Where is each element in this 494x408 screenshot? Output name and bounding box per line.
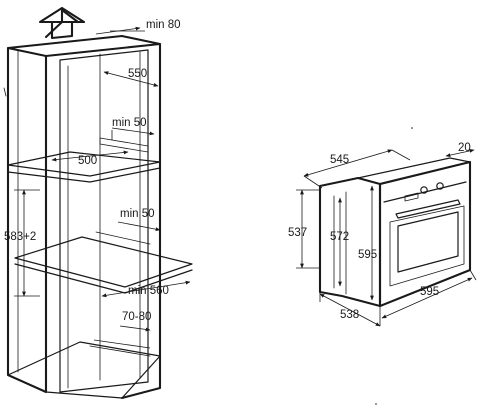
control-knob-icon [436,182,444,190]
dim-label-595-horizontal: 595 [420,286,439,298]
control-knob-icon [420,186,428,194]
tall-cabinet [3,6,193,400]
oven-shelf [14,236,193,288]
dim-label-537: 537 [288,227,307,239]
oven-label-group: 545 20 537 572 595 595 538 [288,142,471,321]
dim-label-583: 583+2 [4,231,36,243]
dim-label-595-vertical: 595 [358,249,377,261]
cabinet-label-group: min 80 550 min 50 500 583+2 min 50 min 5… [4,19,181,323]
cabinet-top-panel [6,34,162,58]
dim-label-min50-top: min 50 [112,117,147,129]
dim-label-572: 572 [330,231,349,243]
dim-label-500: 500 [78,155,97,167]
oven-front-panel [378,160,472,308]
upper-shelf [7,151,161,177]
dim-label-min560: min 560 [128,285,169,297]
dim-label-min80: min 80 [146,19,181,31]
oven-handle [395,199,461,219]
oven-window [397,211,459,273]
cabinet-inner-frame [59,49,149,393]
oven-dimensions [296,149,477,327]
oven-body-side [318,176,382,308]
dim-label-538: 538 [340,309,359,321]
ventilation-arrow-icon [38,6,86,24]
dim-label-550: 550 [128,68,147,80]
dim-label-70-80: 70-80 [122,311,151,323]
dim-label-min50-mid: min 50 [120,208,155,220]
cabinet-dimensions [14,26,191,349]
cabinet-right-side [120,42,162,400]
dim-label-20: 20 [458,142,471,154]
display-icon [404,192,419,202]
cabinet-left-side [6,46,48,394]
dim-label-545: 545 [330,154,349,166]
